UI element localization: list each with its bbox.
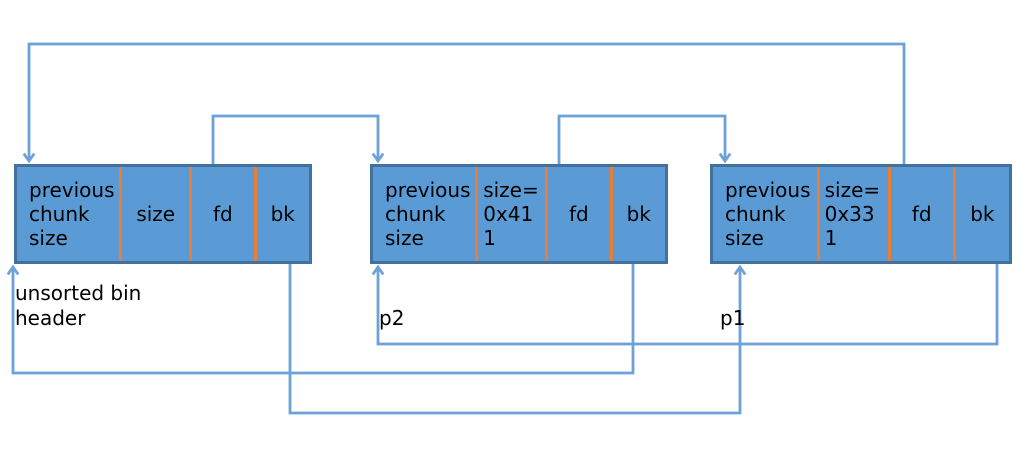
size-cell: size <box>119 167 189 261</box>
chunk-unsorted-bin-header: previous chunk size size fd bk <box>14 164 312 264</box>
prev-chunk-size-cell: previous chunk size <box>29 178 115 250</box>
size-cell: size= 0x33 1 <box>816 167 888 261</box>
chunk-p2: previous chunk size size= 0x41 1 fd bk <box>370 164 668 264</box>
fd-cell: fd <box>545 167 609 261</box>
bk-cell: bk <box>609 167 666 261</box>
fd-arrow-p1-to-header <box>22 42 906 164</box>
chunk-p1: previous chunk size size= 0x33 1 fd bk <box>710 164 1012 264</box>
bk-arrow-header-to-p1 <box>288 264 747 415</box>
label-p1: p1 <box>720 306 746 330</box>
fd-arrow-header-to-p2 <box>211 114 385 164</box>
prev-chunk-size-cell: previous chunk size <box>385 178 471 250</box>
fd-cell: fd <box>189 167 253 261</box>
prev-chunk-size-cell: previous chunk size <box>725 178 811 250</box>
label-p2: p2 <box>379 306 405 330</box>
bk-arrow-p1-to-p2 <box>371 264 999 346</box>
label-unsorted-bin-header: unsorted bin header <box>15 281 142 330</box>
fd-arrow-p2-to-p1 <box>557 114 732 164</box>
bk-cell: bk <box>952 167 1009 261</box>
bk-cell: bk <box>253 167 310 261</box>
size-cell: size= 0x41 1 <box>475 167 545 261</box>
fd-cell: fd <box>887 167 953 261</box>
